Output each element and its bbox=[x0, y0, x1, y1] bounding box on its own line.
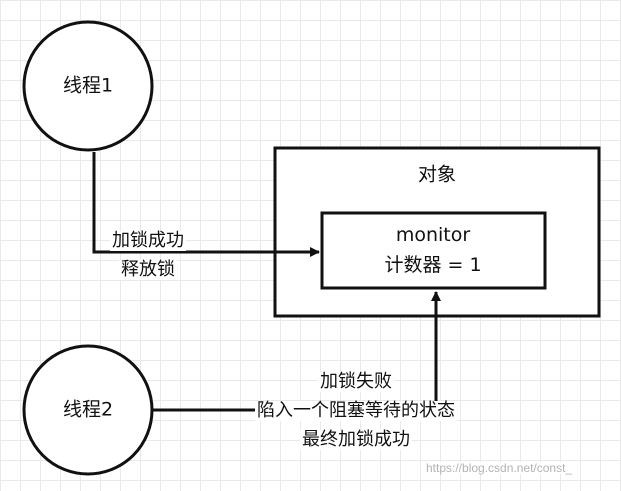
monitor-counter: 计数器 = 1 bbox=[384, 254, 482, 276]
thread1-to-monitor-edge bbox=[92, 152, 320, 257]
object-title: 对象 bbox=[417, 163, 457, 186]
edge2-label-lock-failed: 加锁失败 bbox=[318, 371, 394, 392]
thread2-circle bbox=[22, 344, 154, 476]
thread2-label: 线程2 bbox=[62, 398, 114, 421]
monitor-name: monitor bbox=[395, 224, 471, 246]
monitor-box bbox=[320, 211, 547, 290]
thread1-label: 线程1 bbox=[62, 74, 114, 97]
edge1-label-lock-success: 加锁成功 bbox=[110, 230, 186, 251]
watermark-text: https://blog.csdn.net/const_ bbox=[424, 461, 575, 475]
edge1-label-release-lock: 释放锁 bbox=[119, 259, 177, 280]
thread1-circle bbox=[22, 20, 154, 152]
edge2-label-finally-success: 最终加锁成功 bbox=[300, 429, 412, 450]
edge2-label-blocked-wait: 陷入一个阻塞等待的状态 bbox=[255, 400, 457, 421]
